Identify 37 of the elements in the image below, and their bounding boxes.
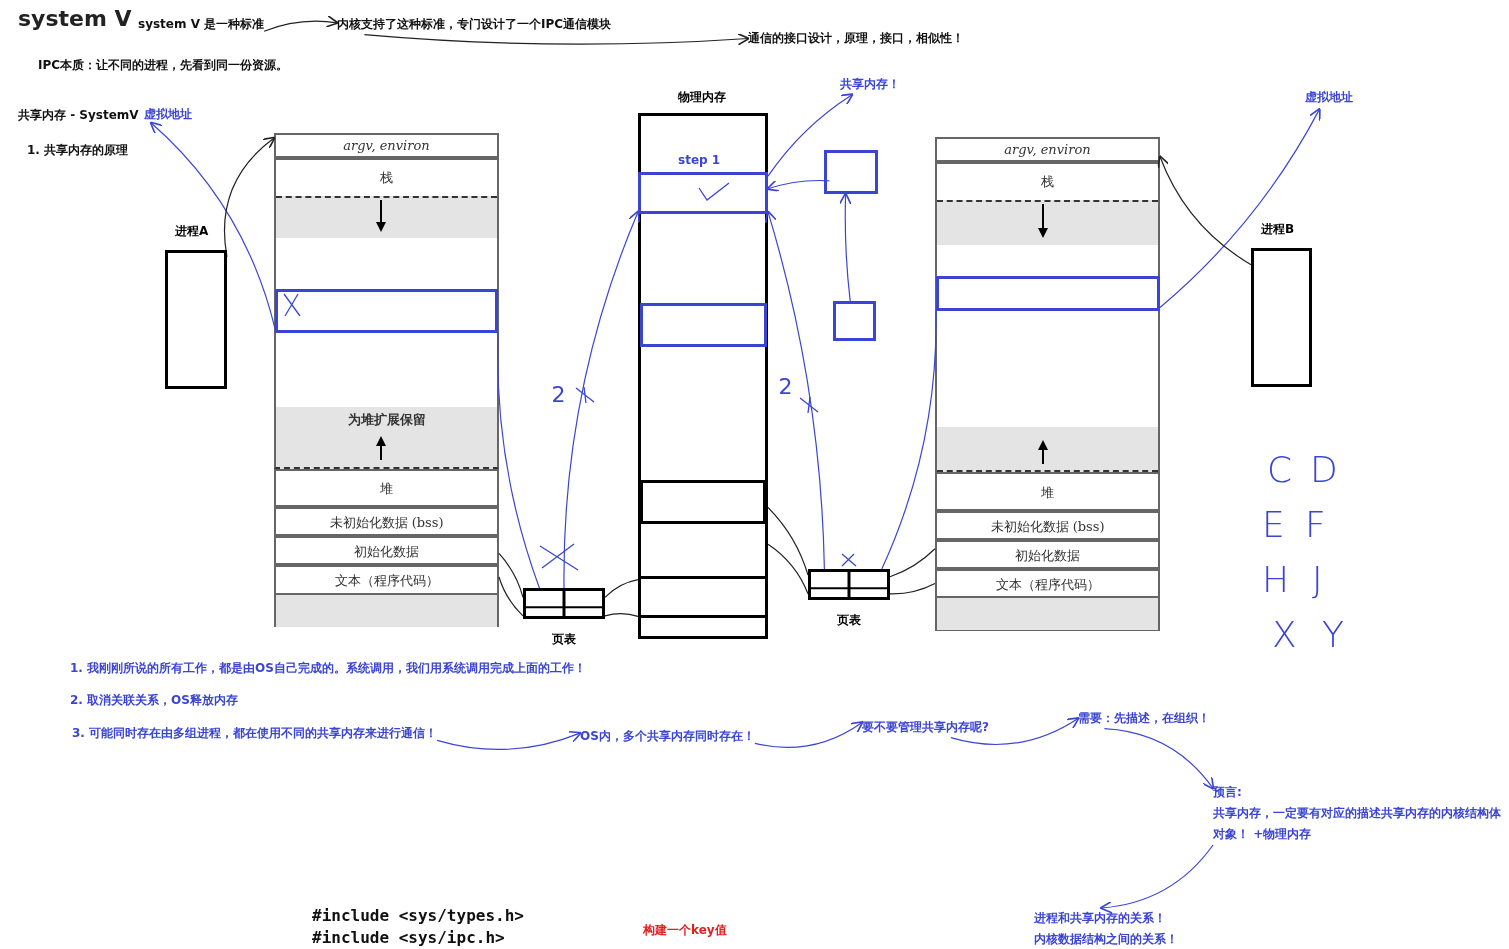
table-caption: 页表 — [837, 612, 861, 629]
handwritten-letter: D — [1310, 450, 1338, 490]
handwritten-letter: X — [1272, 615, 1297, 655]
note-text: 1. 我刚刚所说的所有工作，都是由OS自己完成的。系统调用，我们用系统调用完成上面的工作！ — [70, 660, 586, 677]
note-text: 虚拟地址 — [1305, 89, 1353, 106]
page-title: system V — [18, 6, 132, 31]
handwritten-letter: H — [1262, 560, 1290, 600]
note-text: 3. 可能同时存在由多组进程，都在使用不同的共享内存来进行通信！ — [72, 725, 438, 742]
annotation: 构建一个key值 — [643, 922, 727, 939]
note-text: 共享内存，一定要有对应的描述共享内存的内核结构体对象！ +物理内存 — [1213, 805, 1502, 843]
handwritten-letter: J — [1312, 560, 1323, 600]
handwritten-letter: F — [1305, 505, 1326, 545]
note-text: 要不要管理共享内存呢? — [862, 719, 989, 736]
note-text: 2. 取消关联关系，OS释放内存 — [70, 692, 238, 709]
note-heading: 预言: — [1213, 784, 1243, 801]
region-label: step 1 — [678, 153, 721, 167]
column-title: 物理内存 — [678, 89, 726, 106]
note-text: 通信的接口设计，原理，接口，相似性！ — [748, 30, 964, 47]
handwritten-letter: E — [1262, 505, 1285, 545]
note-text: 共享内存！ — [840, 76, 900, 93]
handwritten-letter: C — [1267, 450, 1293, 490]
code-line: #include <sys/types.h> — [312, 906, 524, 925]
table-caption: 页表 — [552, 631, 576, 648]
note-text: 内核数据结构之间的关系！ — [1034, 931, 1179, 948]
heading-text: 1. 共享内存的原理 — [27, 142, 129, 159]
heading-text: 共享内存 - SystemV — [18, 107, 139, 124]
code-line: #include <sys/ipc.h> — [312, 928, 505, 947]
process-label: 进程A — [175, 223, 209, 240]
handwritten-letter: Y — [1322, 615, 1344, 655]
note-text: 需要：先描述，在组织！ — [1078, 710, 1210, 727]
heading-text: IPC本质：让不同的进程，先看到同一份资源。 — [38, 57, 289, 74]
note-text: 虚拟地址 — [144, 106, 192, 123]
note-text: system V 是一种标准 — [138, 16, 265, 33]
note-text: 进程和共享内存的关系！ — [1034, 910, 1167, 927]
note-text: 内核支持了这种标准，专门设计了一个IPC通信模块 — [337, 16, 612, 33]
process-label: 进程B — [1261, 221, 1295, 238]
note-text: OS内，多个共享内存同时存在！ — [580, 728, 755, 745]
